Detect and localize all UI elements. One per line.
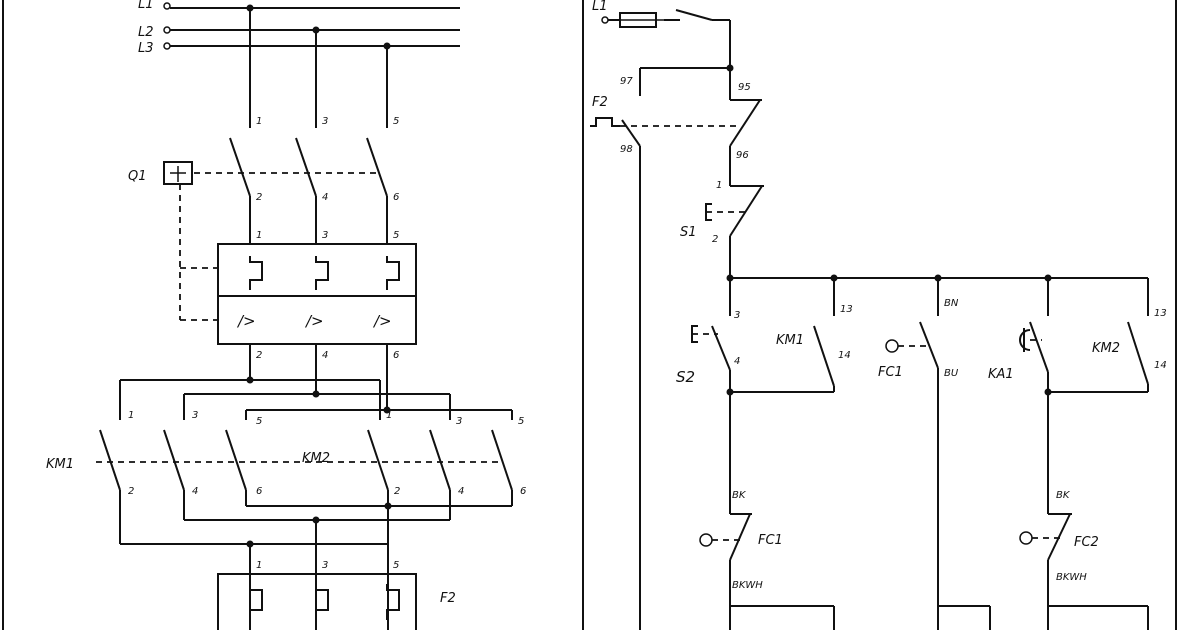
power-circuit: L1 L2 L3 1 3 5 Q1 2 4 6 [46,0,526,630]
svg-text:14: 14 [838,350,851,361]
svg-text:4: 4 [458,486,464,497]
svg-text:1: 1 [716,180,722,191]
limit-switch-icon [699,533,713,547]
svg-text:1: 1 [256,230,262,241]
supply-label: L1 [592,0,608,14]
svg-text:1: 1 [386,410,392,421]
supply-switch [675,9,713,21]
svg-text:5: 5 [518,416,524,427]
fc1-sensor-label: FC1 [878,365,903,380]
km1-holding-contact [813,325,835,387]
km1-aux-label: KM1 [776,333,804,348]
breaker-label: Q1 [128,169,147,184]
svg-text:13: 13 [1154,308,1167,319]
km2-label: KM2 [302,451,330,466]
km1-label: KM1 [46,457,74,472]
overload-no-contact [621,119,641,147]
overload-nc-contact [729,99,761,147]
km1-contact-2 [163,429,185,491]
svg-text:98: 98 [620,144,633,155]
svg-text:3: 3 [192,410,198,421]
magnetic-trip-symbol: /> [236,312,256,330]
fc1-limit-contact [729,513,751,561]
svg-text:5: 5 [256,416,262,427]
limit-switch-icon [885,339,899,353]
svg-text:5: 5 [393,116,399,127]
supply-terminal [601,16,609,24]
fc2-label: FC2 [1074,535,1099,550]
km1-contact-3 [225,429,247,491]
line-label-l2: L2 [138,25,154,40]
breaker-pole-2 [295,137,317,197]
svg-text:6: 6 [393,350,399,361]
km2-aux-label: KM2 [1092,341,1120,356]
km2-contact-3 [491,429,513,491]
fc2-limit-contact [1047,513,1071,561]
svg-text:BK: BK [1056,490,1071,501]
terminal-l1 [163,2,171,10]
svg-text:3: 3 [456,416,462,427]
svg-text:2: 2 [712,234,718,245]
svg-text:1: 1 [256,560,262,571]
svg-text:1: 1 [256,116,262,127]
svg-text:3: 3 [322,116,328,127]
terminal-l3 [163,42,171,50]
overload-relay-f2 [217,573,417,630]
svg-text:95: 95 [738,82,751,93]
thermal-symbol [590,117,620,127]
fc1-sensor-contact [919,321,939,369]
svg-text:13: 13 [840,304,853,315]
km2-holding-contact [1127,321,1149,385]
ka1-contact [1029,321,1049,373]
svg-text:97: 97 [620,76,633,87]
km1-contact-1 [99,429,121,491]
km2-contact-2 [429,429,451,491]
limit-switch-icon [1019,531,1033,545]
svg-text:BKWH: BKWH [732,580,763,591]
svg-text:2: 2 [256,350,262,361]
svg-text:3: 3 [322,560,328,571]
svg-text:14: 14 [1154,360,1167,371]
svg-text:6: 6 [256,486,262,497]
breaker-pole-3 [366,137,388,197]
start-button-contact [711,325,731,371]
breaker-pole-1 [229,137,251,197]
svg-text:6: 6 [520,486,526,497]
svg-text:4: 4 [322,192,328,203]
fc1-label: FC1 [758,533,783,548]
breaker-handle [163,161,193,185]
svg-text:1: 1 [128,410,134,421]
svg-text:5: 5 [393,230,399,241]
svg-text:BK: BK [732,490,747,501]
svg-text:6: 6 [393,192,399,203]
line-label-l3: L3 [138,41,154,56]
svg-text:3: 3 [322,230,328,241]
magnetic-trip-symbol: /> [372,312,392,330]
svg-text:5: 5 [393,560,399,571]
svg-text:BU: BU [944,368,959,379]
line-label-l1: L1 [138,0,154,12]
stop-button-label: S1 [680,225,697,240]
svg-text:2: 2 [256,192,262,203]
magnetic-trip-symbol: /> [304,312,324,330]
km2-contact-1 [367,429,389,491]
terminal-l2 [163,26,171,34]
svg-text:2: 2 [394,486,400,497]
svg-text:4: 4 [322,350,328,361]
svg-text:2: 2 [128,486,134,497]
control-circuit: L1 97 95 F2 98 96 1 S1 2 [590,0,1167,630]
svg-text:4: 4 [734,356,740,367]
svg-text:BKWH: BKWH [1056,572,1087,583]
ka1-label: KA1 [988,367,1014,382]
overload-label: F2 [440,591,456,606]
overload-aux-label: F2 [592,95,608,110]
svg-text:4: 4 [192,486,198,497]
stop-button-contact [729,185,763,237]
svg-text:BN: BN [944,298,959,309]
sensor-icon [1019,329,1031,351]
start-button-label: S2 [676,368,695,386]
svg-text:96: 96 [736,150,749,161]
svg-text:3: 3 [734,310,740,321]
